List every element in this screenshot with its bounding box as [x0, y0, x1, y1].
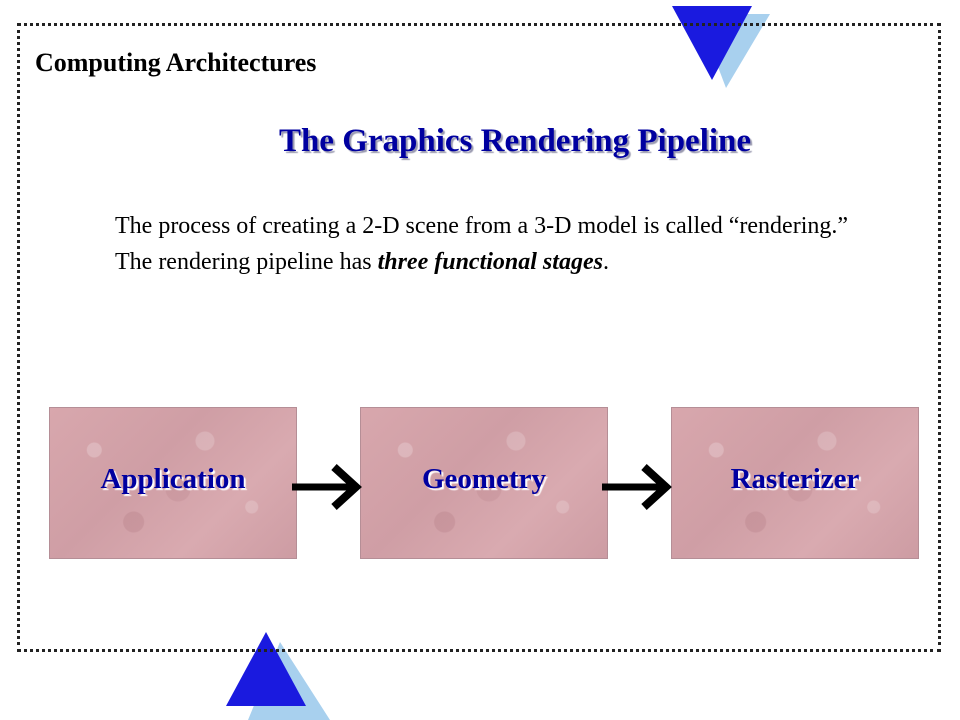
body-text-part1: The process of creating a 2-D scene from…: [115, 213, 849, 275]
stage-geometry-box: Geometry: [360, 407, 608, 559]
right-arrow-icon: [292, 464, 362, 510]
stage-label: Geometry: [422, 462, 546, 495]
course-title: Computing Architectures: [35, 48, 317, 77]
body-text-emphasis: three functional stages: [377, 249, 603, 275]
body-text-part2: .: [602, 249, 609, 275]
up-triangle-icon: [226, 632, 330, 720]
slide-title: The Graphics Rendering Pipeline: [278, 123, 752, 159]
slide-body-text: The process of creating a 2-D scene from…: [115, 208, 855, 280]
stage-rasterizer-box: Rasterizer: [671, 407, 919, 559]
stage-label: Rasterizer: [730, 462, 860, 495]
slide-frame: [17, 23, 941, 652]
right-arrow-icon: [602, 464, 672, 510]
stage-application-box: Application: [49, 407, 297, 559]
stage-label: Application: [100, 462, 246, 495]
